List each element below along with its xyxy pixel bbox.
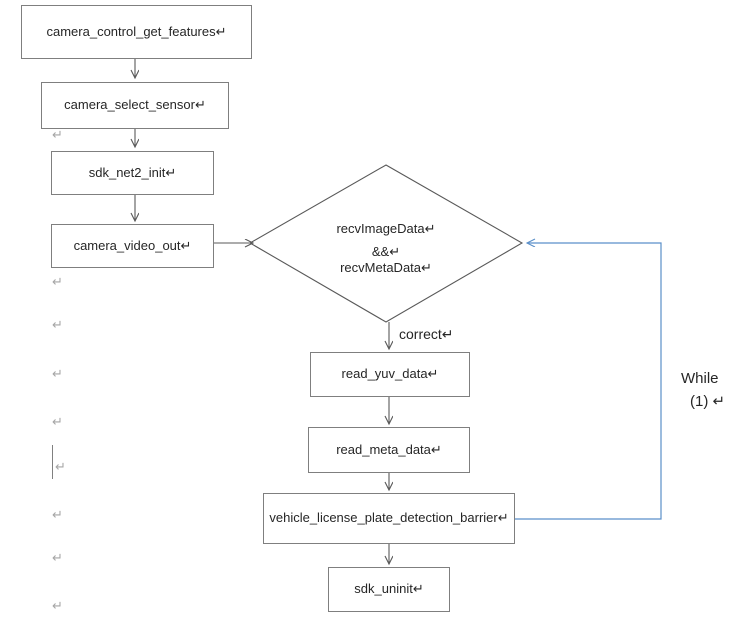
annotation-while-line2: (1) ↵ [690,393,726,410]
node-label: read_meta_data↵ [336,441,442,457]
node-label: camera_video_out↵ [73,237,192,253]
paragraph-mark: ↵ [55,459,66,474]
paragraph-mark: ↵ [52,127,63,142]
node-read-yuv-data[interactable]: read_yuv_data↵ [310,352,470,397]
node-camera-control-get-features[interactable]: camera_control_get_features↵ [21,5,252,59]
edge-label-correct: correct↵ [399,326,454,342]
decision-label-line1: recvImageData↵ [336,221,436,236]
node-label: read_yuv_data↵ [341,366,439,382]
node-read-meta-data[interactable]: read_meta_data↵ [308,427,470,473]
paragraph-mark: ↵ [52,550,63,565]
decision-diamond-shape [248,164,524,323]
edge-loop-back-to-decision [514,243,662,520]
decision-label-line2: &&↵ [371,244,401,259]
node-camera-select-sensor[interactable]: camera_select_sensor↵ [41,82,229,129]
node-sdk-net2-init[interactable]: sdk_net2_init↵ [51,151,214,195]
node-label: sdk_net2_init↵ [88,164,177,180]
node-label: sdk_uninit↵ [354,581,424,597]
node-sdk-uninit[interactable]: sdk_uninit↵ [328,567,450,612]
node-camera-video-out[interactable]: camera_video_out↵ [51,224,214,268]
paragraph-mark: ↵ [52,507,63,522]
annotation-while-line1: While [681,370,719,387]
paragraph-mark: ↵ [52,414,63,429]
paragraph-mark: ↵ [52,274,63,289]
node-label: camera_select_sensor↵ [64,97,206,113]
paragraph-mark: ↵ [52,598,63,613]
decision-label-line3: recvMetaData↵ [340,260,432,275]
node-vehicle-license-plate-detection-barrier[interactable]: vehicle_license_plate_detection_barrier↵ [263,493,515,544]
paragraph-mark: ↵ [52,366,63,381]
node-label: camera_control_get_features↵ [46,23,227,39]
paragraph-mark: ↵ [52,317,63,332]
text-cursor-caret [52,445,53,479]
node-label: vehicle_license_plate_detection_barrier↵ [269,510,509,526]
